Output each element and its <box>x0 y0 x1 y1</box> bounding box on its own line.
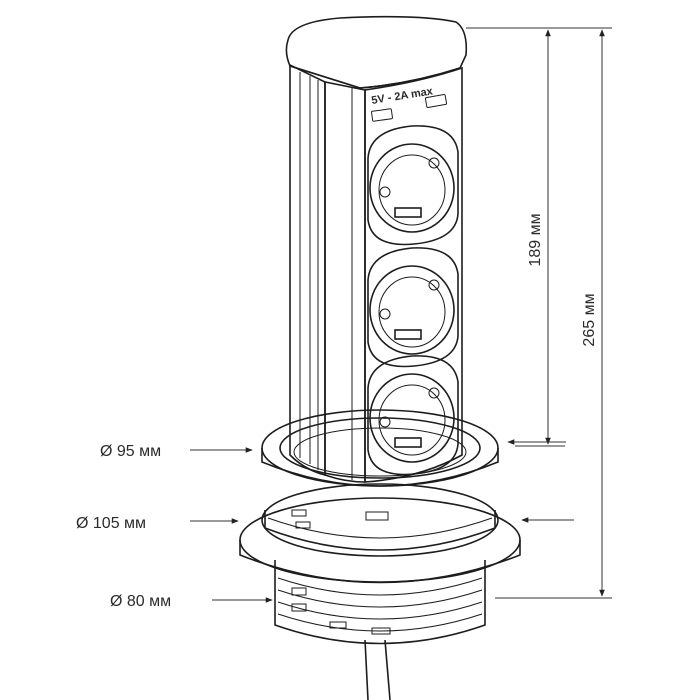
diameter-callout-105: Ø 105 мм <box>76 515 574 532</box>
threaded-body <box>274 560 486 645</box>
dimension-label-265: 265 мм <box>581 293 598 346</box>
socket-1 <box>367 125 459 246</box>
usb-port-left <box>371 108 393 122</box>
height-dimension-189: 189 мм <box>466 27 565 447</box>
dimension-label-189: 189 мм <box>527 213 544 266</box>
mounting-collar <box>239 483 521 584</box>
diameter-callout-95: Ø 95 мм <box>100 439 566 460</box>
usb-rating-label: 5V - 2A max <box>371 85 435 107</box>
diameter-callout-80: Ø 80 мм <box>110 593 273 610</box>
sockets <box>367 125 459 476</box>
dimension-label-95: Ø 95 мм <box>100 443 161 460</box>
height-dimension-265: 265 мм <box>495 27 612 599</box>
usb-port-right <box>424 93 448 109</box>
dimension-label-80: Ø 80 мм <box>110 593 171 610</box>
socket-3 <box>367 355 459 476</box>
dimension-label-105: Ø 105 мм <box>76 515 146 532</box>
power-cable <box>364 639 391 700</box>
socket-2 <box>367 247 459 368</box>
usb-panel: 5V - 2A max <box>371 85 448 122</box>
socket-tower <box>285 15 468 483</box>
